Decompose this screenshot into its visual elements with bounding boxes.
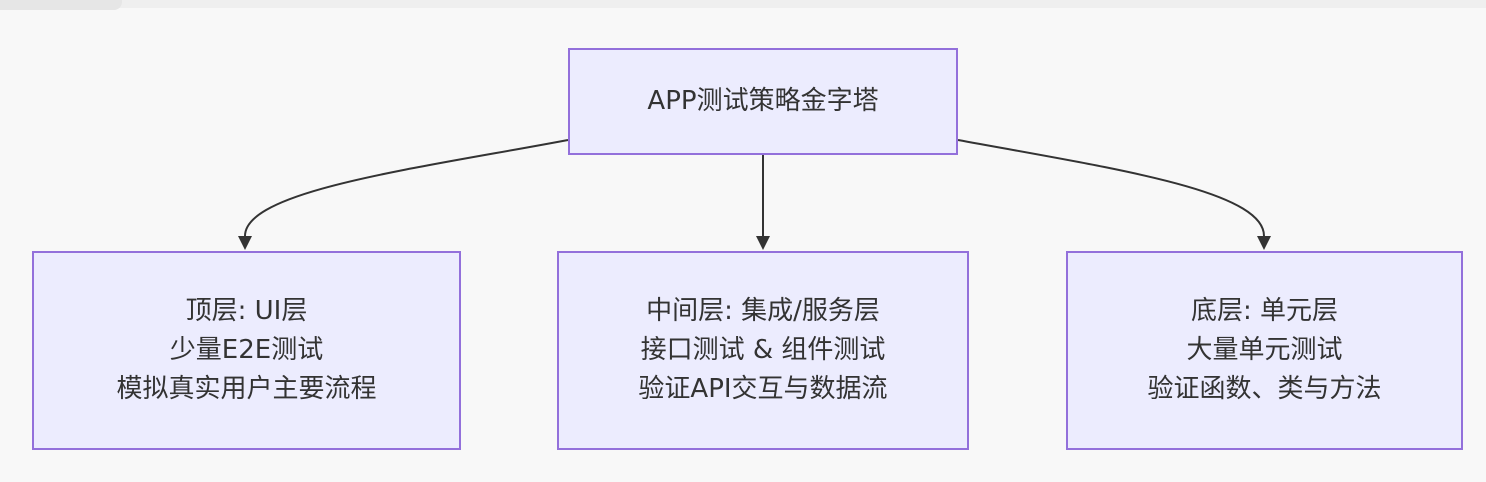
- arrowhead-middle: [756, 236, 770, 250]
- middle-layer-line-3: 验证API交互与数据流: [638, 374, 888, 404]
- edge-root-to-bottom: [957, 139, 1265, 237]
- top-layer-line-2: 少量E2E测试: [169, 335, 324, 365]
- bottom-layer-node: 底层: 单元层 大量单元测试 验证函数、类与方法: [1066, 251, 1463, 450]
- arrowhead-top: [238, 236, 252, 250]
- edge-root-to-top: [244, 139, 569, 237]
- middle-layer-title: 中间层: 集成/服务层: [646, 296, 880, 326]
- root-node: APP测试策略金字塔: [568, 48, 958, 155]
- bottom-layer-title: 底层: 单元层: [1190, 296, 1339, 326]
- arrowhead-bottom: [1257, 236, 1271, 250]
- top-layer-line-3: 模拟真实用户主要流程: [116, 374, 377, 404]
- top-bar: [0, 0, 1486, 8]
- bottom-layer-line-2: 大量单元测试: [1186, 335, 1343, 365]
- top-layer-node: 顶层: UI层 少量E2E测试 模拟真实用户主要流程: [32, 251, 461, 450]
- top-layer-title: 顶层: UI层: [185, 296, 308, 326]
- top-bar-tab: [0, 0, 122, 10]
- bottom-layer-line-3: 验证函数、类与方法: [1147, 374, 1382, 404]
- middle-layer-node: 中间层: 集成/服务层 接口测试 & 组件测试 验证API交互与数据流: [557, 251, 969, 450]
- middle-layer-line-2: 接口测试 & 组件测试: [640, 335, 886, 365]
- root-node-label: APP测试策略金字塔: [647, 86, 879, 116]
